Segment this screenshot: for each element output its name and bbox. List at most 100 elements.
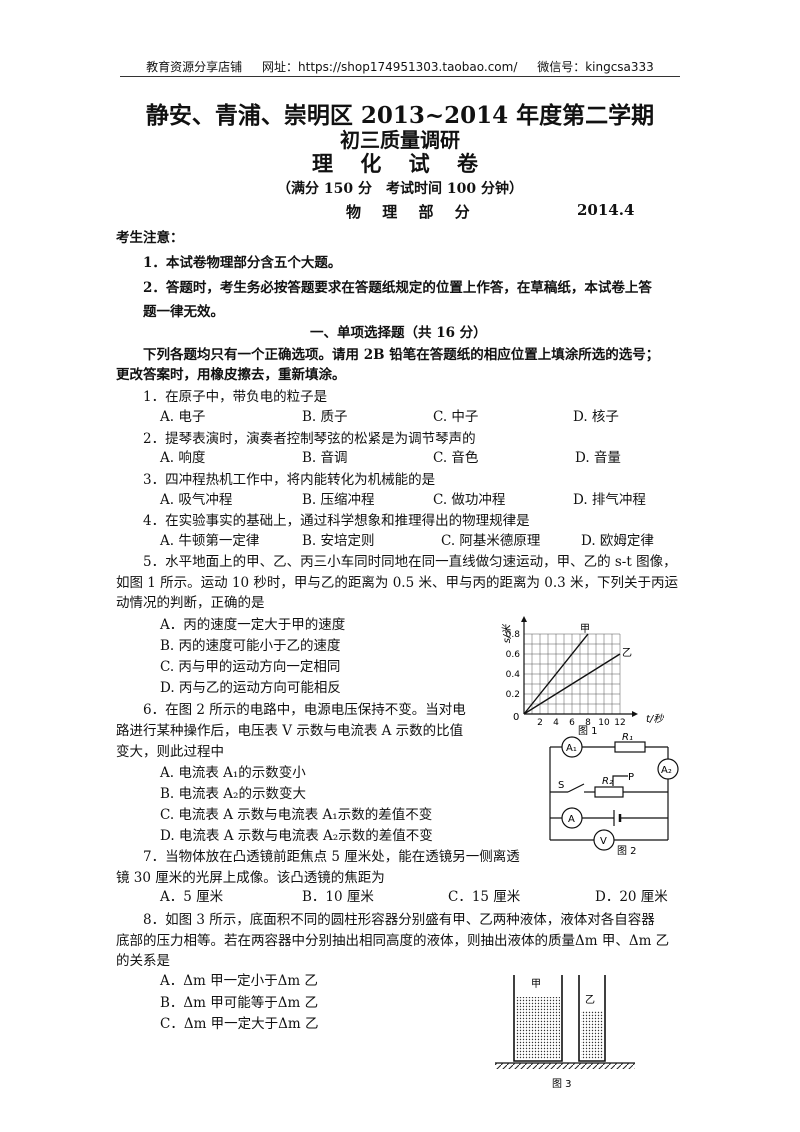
voltmeter-v-icon <box>593 829 615 851</box>
q5-stem-cont: 如图 1 所示。运动 10 秒时，甲与乙的距离为 0.5 米、甲与丙的距离为 0… <box>116 575 679 591</box>
fig1-x-tick-label: 8 <box>585 718 591 728</box>
q5-stem: 5．水平地面上的甲、乙、丙三小车同时同地在同一直线做匀速运动，甲、乙的 s-t … <box>143 554 677 570</box>
q3-option-b: B. 压缩冲程 <box>302 492 375 508</box>
fig1-x-tick-label: 6 <box>569 718 575 728</box>
q7-stem-cont: 镜 30 厘米的光屏上成像。该凸透镜的焦距为 <box>116 870 385 886</box>
q3-option-c: C. 做功冲程 <box>433 492 506 508</box>
fig1-y-tick-label: 0.2 <box>506 690 520 700</box>
q1-option-d: D. 核子 <box>573 409 619 425</box>
fig1-y-tick-label: 0.8 <box>506 630 521 640</box>
q2-option-d: D. 音量 <box>575 450 621 466</box>
q8-stem-cont: 底部的压力相等。若在两容器中分别抽出相同高度的液体，则抽出液体的质量Δm 甲、Δ… <box>116 933 670 949</box>
section-title: 物 理 部 分 <box>346 203 478 221</box>
q6-option-a: A. 电流表 A₁的示数变小 <box>160 765 306 781</box>
q7-stem: 7．当物体放在凸透镜前距焦点 5 厘米处，能在透镜另一侧离透 <box>143 849 520 865</box>
q1-option-b: B. 质子 <box>302 409 348 425</box>
part1-instruction-cont: 更改答案时，用橡皮擦去，重新填涂。 <box>116 367 346 383</box>
header-wechat: 微信号：kingcsa333 <box>537 60 654 74</box>
fig1-caption: 图 1 <box>578 725 598 737</box>
ammeter-a-icon <box>561 807 583 829</box>
q8-stem-cont2: 的关系是 <box>116 953 170 969</box>
q6-stem-cont2: 变大，则此过程中 <box>116 744 224 760</box>
q6-option-d: D. 电流表 A 示数与电流表 A₂示数的差值不变 <box>160 828 433 844</box>
fig1-x-tick-label: 4 <box>553 718 559 728</box>
fig1-line-label-b: 乙 <box>622 647 632 659</box>
fig2-label-a2: A₂ <box>661 765 672 776</box>
figure-2-circuit: A₁ A₂ A V R₁ R₂ P S 图 2 <box>549 732 679 857</box>
q1-option-c: C. 中子 <box>433 409 479 425</box>
q3-option-a: A. 吸气冲程 <box>160 492 233 508</box>
q4-option-b: B. 安培定则 <box>302 533 375 549</box>
figure-3-containers: 甲 乙 图 3 <box>495 975 635 1090</box>
ammeter-a2-icon <box>657 758 679 780</box>
fig2-label-a: A <box>568 814 575 825</box>
fig2-label-r1: R₁ <box>622 732 633 743</box>
liquid-jia <box>516 997 560 1059</box>
fig2-label-p: P <box>628 772 634 783</box>
fig3-caption: 图 3 <box>552 1078 572 1090</box>
header-rule <box>120 76 680 77</box>
exam-date: 2014.4 <box>577 201 635 219</box>
q5-option-d: D. 丙与乙的运动方向可能相反 <box>160 680 341 696</box>
q6-stem: 6．在图 2 所示的电路中，电源电压保持不变。当对电 <box>143 702 466 718</box>
ground-hatch <box>495 1063 635 1069</box>
q3-stem: 3．四冲程热机工作中，将内能转化为机械能的是 <box>143 472 436 488</box>
q5-option-c: C. 丙与甲的运动方向一定相同 <box>160 659 341 675</box>
q3-option-d: D. 排气冲程 <box>573 492 646 508</box>
fig1-y-axis-label: s/米 <box>501 624 513 644</box>
fig1-x-axis-label: t/秒 <box>646 713 664 725</box>
q7-option-a: A．5 厘米 <box>160 889 224 905</box>
q7-option-b: B．10 厘米 <box>302 889 374 905</box>
liquid-yi <box>581 1011 603 1059</box>
q1-stem: 1．在原子中，带负电的粒子是 <box>143 389 328 405</box>
fig2-label-s: S <box>558 780 564 791</box>
q6-option-c: C. 电流表 A 示数与电流表 A₁示数的差值不变 <box>160 807 433 823</box>
fig1-line-label-a: 甲 <box>580 624 590 635</box>
fig1-x-tick-label: 2 <box>537 718 543 728</box>
header-url: 网址：https://shop174951303.taobao.com/ <box>262 60 518 74</box>
fig1-y-tick-label: 0.6 <box>506 650 521 660</box>
notice-item-1: 1．本试卷物理部分含五个大题。 <box>143 255 342 271</box>
fig1-lines <box>523 633 621 715</box>
q5-option-b: B. 丙的速度可能小于乙的速度 <box>160 638 341 654</box>
ammeter-a1-icon <box>561 736 583 758</box>
q7-option-d: D．20 厘米 <box>595 889 668 905</box>
container-yi <box>578 975 606 1062</box>
fig2-label-r2: R₂ <box>602 776 613 787</box>
q6-option-b: B. 电流表 A₂的示数变大 <box>160 786 306 802</box>
q4-option-c: C. 阿基米德原理 <box>441 533 541 549</box>
q2-option-a: A. 响度 <box>160 450 206 466</box>
notice-heading: 考生注意： <box>116 230 184 246</box>
fig3-label-jia: 甲 <box>531 979 541 990</box>
q5-stem-cont2: 动情况的判断，正确的是 <box>116 595 265 611</box>
exam-paper-name: 理 化 试 卷 <box>312 151 488 176</box>
q6-stem-cont: 路进行某种操作后，电压表 V 示数与电流表 A 示数的比值 <box>116 723 464 739</box>
q4-option-a: A. 牛顿第一定律 <box>160 533 260 549</box>
q2-option-c: C. 音色 <box>433 450 479 466</box>
fig1-origin: 0 <box>513 712 519 723</box>
q4-stem: 4．在实验事实的基础上，通过科学想象和推理得出的物理规律是 <box>143 513 530 529</box>
part1-heading: 一、单项选择题（共 16 分） <box>310 325 487 341</box>
fig1-y-arrow <box>521 616 527 622</box>
fig3-label-yi: 乙 <box>585 994 595 1006</box>
page-header: 教育资源分享店铺 网址：https://shop174951303.taobao… <box>0 58 800 75</box>
fig1-axes <box>521 616 638 717</box>
q8-option-c: C．Δm 甲一定大于Δm 乙 <box>160 1016 319 1032</box>
notice-item-2-cont: 题一律无效。 <box>143 304 224 320</box>
fig2-label-a1: A₁ <box>566 743 577 754</box>
container-jia <box>513 975 563 1062</box>
fig1-x-tick-label: 12 <box>614 718 625 728</box>
notice-item-2: 2．答题时，考生务必按答题要求在答题纸规定的位置上作答，在草稿纸，本试卷上答 <box>143 280 652 296</box>
header-shop: 教育资源分享店铺 <box>146 60 243 74</box>
fig1-series-line-2 <box>523 653 621 715</box>
q5-option-a: A．丙的速度一定大于甲的速度 <box>160 617 346 633</box>
q8-stem: 8．如图 3 所示，底面积不同的圆柱形容器分别盛有甲、乙两种液体，液体对各自容器 <box>143 912 655 928</box>
fig1-x-arrow <box>632 711 638 717</box>
q1-option-a: A. 电子 <box>160 409 206 425</box>
q8-option-b: B．Δm 甲可能等于Δm 乙 <box>160 995 319 1011</box>
fig1-series-line-1 <box>523 633 589 715</box>
fig1-grid <box>524 633 621 714</box>
fig1-x-tick-label: 10 <box>598 718 610 728</box>
